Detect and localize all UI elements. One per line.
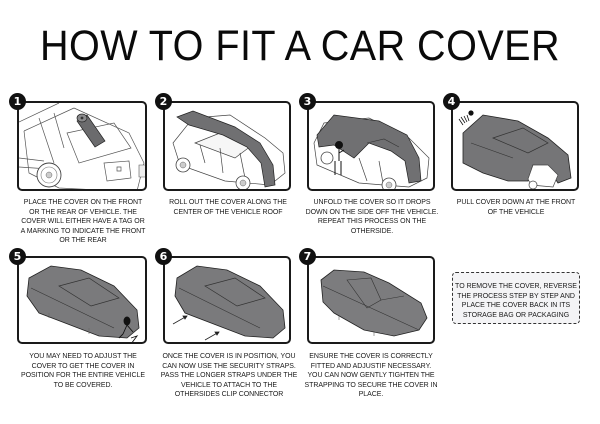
step-6-panel (163, 256, 291, 344)
person-unfolding-cover-illustration (313, 114, 430, 189)
rolled-cover-icon (76, 113, 106, 148)
step-5-caption: YOU MAY NEED TO ADJUST THE COVER TO GET … (21, 353, 145, 389)
step-5-panel (17, 256, 147, 344)
step-2-caption: ROLL OUT THE COVER ALONG THE CENTER OF T… (169, 199, 287, 216)
car-rear-rolled-cover-illustration (19, 103, 145, 189)
step-7-caption: ENSURE THE COVER IS CORRECTLY FITTED AND… (304, 353, 438, 399)
step-6-badge: 6 (155, 248, 172, 265)
step-7-panel (307, 256, 435, 344)
car-cover-strip-illustration (172, 110, 286, 189)
step-1-caption: PLACE THE COVER ON THE FRONT OR THE REAR… (20, 199, 146, 245)
hand-icon (458, 110, 474, 126)
page-title: HOW TO FIT A CAR COVER (39, 22, 561, 70)
step-1-panel (17, 101, 147, 191)
step-6-caption: ONCE THE COVER IS IN POSITION, YOU CAN N… (160, 353, 298, 399)
cover-strip-icon (176, 110, 276, 188)
step-5-badge: 5 (9, 248, 26, 265)
person-icon (118, 316, 139, 342)
covered-car-icon (320, 269, 428, 337)
step-7-badge: 7 (299, 248, 316, 265)
step-4-panel (451, 101, 579, 191)
step-3-badge: 3 (299, 93, 316, 110)
step-1-badge: 1 (9, 93, 26, 110)
step-3-caption: UNFOLD THE COVER SO IT DROPS DOWN ON THE… (305, 199, 439, 235)
person-adjusting-cover-illustration (26, 265, 140, 342)
step-2-badge: 2 (155, 93, 172, 110)
step-4-badge: 4 (443, 93, 460, 110)
strap-arrow-icon (172, 315, 220, 341)
security-straps-illustration (172, 265, 286, 341)
fully-covered-car-illustration (320, 269, 428, 337)
removal-note-box: TO REMOVE THE COVER, REVERSE THE PROCESS… (452, 272, 580, 324)
removal-note-text: TO REMOVE THE COVER, REVERSE THE PROCESS… (455, 283, 577, 319)
cover-pulled-front-illustration (458, 110, 572, 189)
step-2-panel (163, 101, 291, 191)
covered-car-icon (26, 265, 140, 339)
step-4-caption: PULL COVER DOWN AT THE FRONT OF THE VEHI… (456, 199, 576, 216)
person-icon (334, 141, 345, 175)
step-3-panel (307, 101, 435, 191)
